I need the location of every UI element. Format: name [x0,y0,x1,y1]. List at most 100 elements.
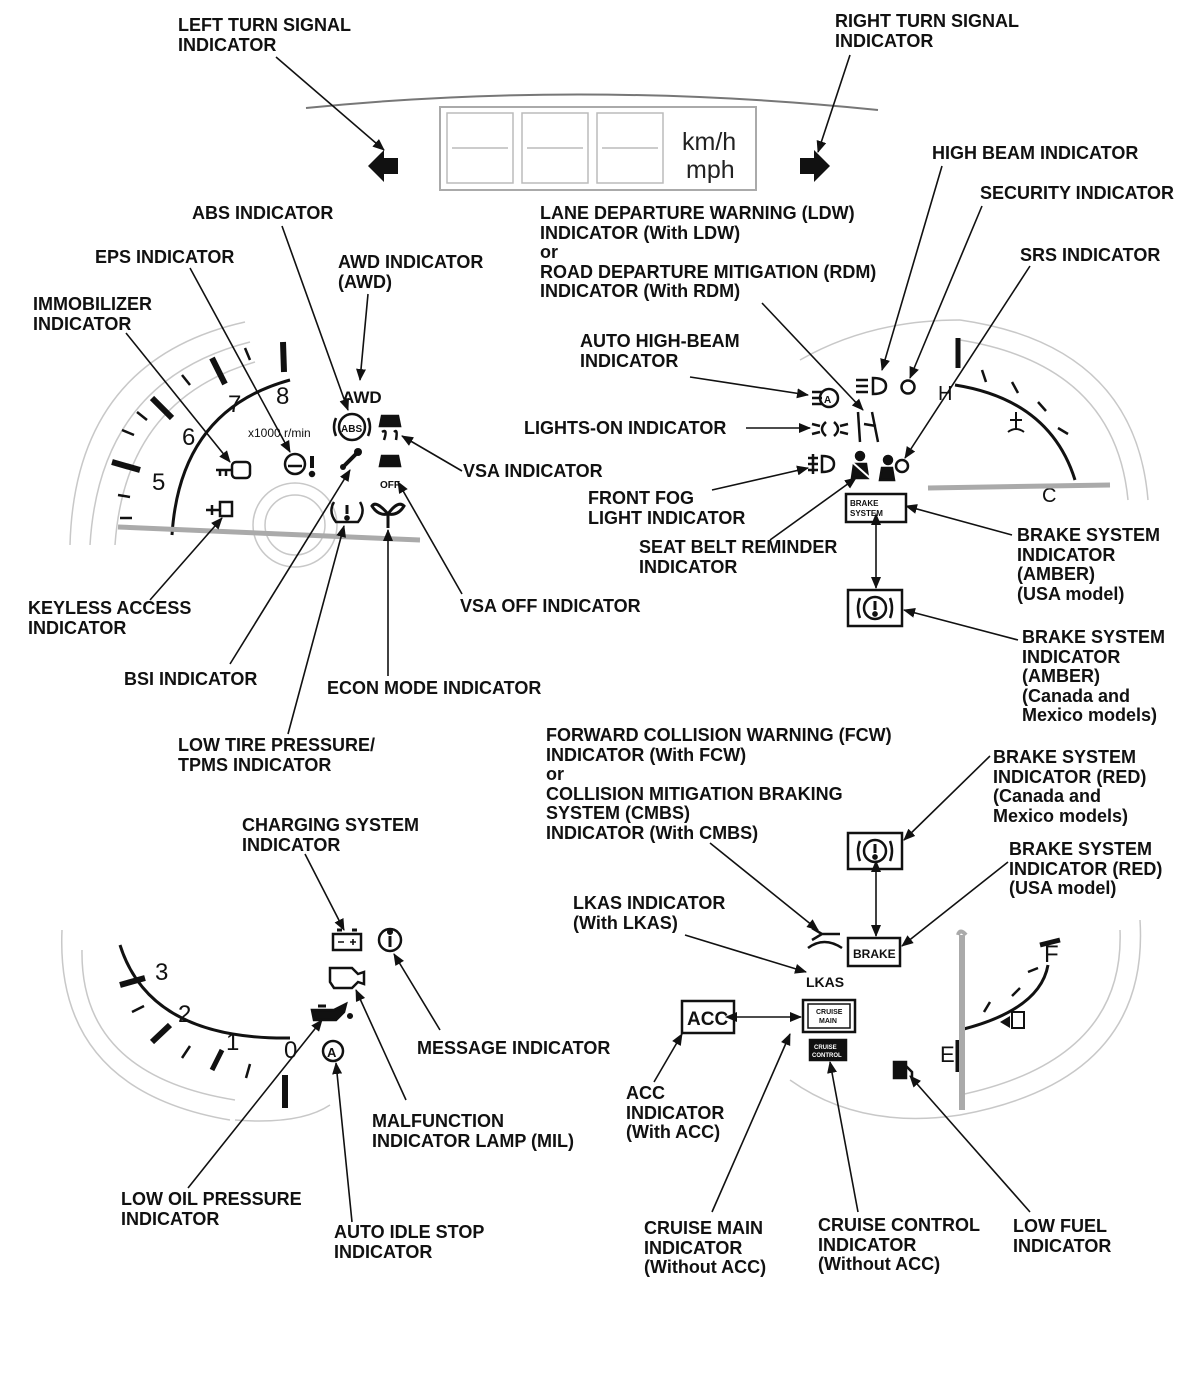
lights-on-icon [811,421,849,437]
acc-icon: ACC [680,999,736,1035]
cruise-main-icon: CRUISE MAIN [801,998,857,1034]
immobilizer-key-icon [216,460,252,480]
label-front-fog: FRONT FOG LIGHT INDICATOR [588,488,746,528]
cluster-outline [61,93,1149,1122]
lane-departure-icon [856,411,880,443]
tach-number-6: 6 [182,424,195,451]
coolant-temp-icon [1007,412,1025,433]
speed-display: km/h mph [439,106,757,191]
label-vsa: VSA INDICATOR [463,461,603,481]
label-vsa-off: VSA OFF INDICATOR [460,596,641,616]
label-lights-on: LIGHTS-ON INDICATOR [524,418,727,438]
brake-system-text-1: BRAKE [850,499,879,508]
front-fog-icon [808,454,836,474]
cruise-control-icon: CRUISE CONTROL [808,1038,848,1062]
fuel-gauge: F E [940,929,1061,1110]
awd-icon: AWD [342,388,382,407]
lower-number-3: 3 [155,959,168,986]
message-info-icon [377,927,403,953]
label-cruise-main: CRUISE MAIN INDICATOR (Without ACC) [644,1218,767,1277]
svg-text:A: A [824,395,831,406]
temp-low-label: C [1042,485,1056,507]
brake-red-usa-icon: BRAKE [846,936,902,968]
lower-left-dial: 3 2 1 0 [118,944,297,1108]
label-ldw-rdm: LANE DEPARTURE WARNING (LDW) INDICATOR (… [540,203,877,301]
auto-idle-stop-icon: A [321,1039,345,1063]
high-beam-icon [856,376,888,396]
label-message: MESSAGE INDICATOR [417,1038,611,1058]
abs-icon-text: ABS [341,424,362,435]
label-high-beam: HIGH BEAM INDICATOR [932,143,1139,163]
label-lkas: LKAS INDICATOR (With LKAS) [573,893,726,933]
keyless-access-icon [206,500,234,518]
vsa-off-icon: OFF [378,454,402,491]
label-acc: ACC INDICATOR (With ACC) [626,1083,725,1142]
label-left-turn-signal: LEFT TURN SIGNAL INDICATOR [178,15,351,55]
vsa-icon [378,414,402,441]
label-abs: ABS INDICATOR [192,203,334,223]
svg-text:CRUISE: CRUISE [816,1009,843,1016]
right-arrow-icon [800,150,830,182]
battery-icon [331,928,363,952]
tach-number-8: 8 [276,383,289,410]
acc-text: ACC [687,1009,728,1030]
label-srs: SRS INDICATOR [1020,245,1161,265]
svg-text:MAIN: MAIN [819,1018,837,1025]
label-keyless: KEYLESS ACCESS INDICATOR [28,598,192,638]
label-fcw-cmbs: FORWARD COLLISION WARNING (FCW) INDICATO… [546,725,892,843]
lower-number-2: 2 [178,1001,191,1028]
label-tpms: LOW TIRE PRESSURE/ TPMS INDICATOR [178,735,376,775]
left-arrow-icon [368,150,398,182]
label-econ: ECON MODE INDICATOR [327,678,542,698]
collision-warning-icon [807,926,843,950]
bsi-wrench-icon [340,448,362,470]
temp-high-label: H [938,383,952,405]
lkas-icon: LKAS [806,974,844,990]
mph-unit: mph [686,156,735,184]
vsa-off-text: OFF [380,480,400,491]
fuel-empty-label: E [940,1042,955,1067]
econ-leaf-icon [370,502,406,528]
svg-text:CRUISE: CRUISE [814,1045,837,1051]
label-eps: EPS INDICATOR [95,247,235,267]
brake-amber-canada-icon [846,588,904,628]
label-low-fuel: LOW FUEL INDICATOR [1013,1216,1112,1256]
label-brake-amber-canada: BRAKE SYSTEM INDICATOR (AMBER) (Canada a… [1022,627,1166,725]
tach-number-7: 7 [228,391,241,418]
tire-pressure-icon [330,501,364,524]
lower-number-1: 1 [226,1029,239,1056]
brake-system-amber-usa-icon: BRAKE SYSTEM [844,492,908,524]
srs-airbag-icon [878,454,910,482]
svg-text:CONTROL: CONTROL [812,1053,842,1059]
kmh-unit: km/h [682,128,736,156]
fuel-full-label: F [1044,941,1059,968]
svg-text:A: A [327,1045,337,1060]
label-right-turn-signal: RIGHT TURN SIGNAL INDICATOR [835,11,1019,51]
lower-number-0: 0 [284,1037,297,1064]
temperature-gauge: H C [927,338,1111,507]
brake-system-text-2: SYSTEM [850,509,883,518]
label-security: SECURITY INDICATOR [980,183,1175,203]
label-brake-amber-usa: BRAKE SYSTEM INDICATOR (AMBER) (USA mode… [1017,525,1161,604]
label-brake-red-usa: BRAKE SYSTEM INDICATOR (RED) (USA model) [1009,839,1163,898]
abs-icon: ABS [332,412,372,442]
label-auto-idle: AUTO IDLE STOP INDICATOR [334,1222,485,1262]
label-brake-red-canada: BRAKE SYSTEM INDICATOR (RED) (Canada and… [993,747,1147,826]
security-icon [900,379,916,395]
label-immobilizer: IMMOBILIZER INDICATOR [33,294,152,334]
label-auto-high-beam: AUTO HIGH-BEAM INDICATOR [580,331,740,371]
auto-high-beam-icon: A [812,387,840,409]
tach-number-5: 5 [152,469,165,496]
oil-can-icon [310,1001,354,1022]
label-awd: AWD INDICATOR (AWD) [338,252,484,292]
low-fuel-icon [892,1060,914,1080]
brake-text: BRAKE [853,947,896,961]
label-cruise-control: CRUISE CONTROL INDICATOR (Without ACC) [818,1215,980,1274]
label-bsi: BSI INDICATOR [124,669,258,689]
engine-icon [328,966,366,990]
label-seat-belt: SEAT BELT REMINDER INDICATOR [639,537,838,577]
tachometer: 5 6 7 8 x1000 r/min [111,341,421,543]
eps-steering-icon [283,452,316,478]
label-mil: MALFUNCTION INDICATOR LAMP (MIL) [372,1111,574,1151]
